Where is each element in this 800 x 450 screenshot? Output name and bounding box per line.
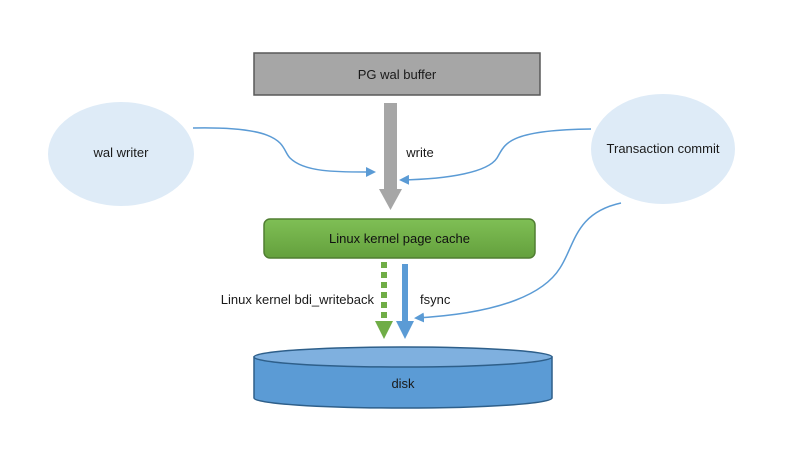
commit-write-curve-arrow — [399, 128, 592, 185]
fsync-arrow — [396, 264, 414, 339]
transaction-commit-label: Transaction commit — [606, 140, 720, 156]
commit-fsync-curve-arrow — [414, 202, 622, 323]
disk-label: disk — [391, 375, 415, 391]
page-cache-label: Linux kernel page cache — [329, 231, 470, 246]
write-label: write — [406, 144, 434, 160]
write-arrow — [379, 103, 402, 210]
wal-buffer-label: PG wal buffer — [357, 66, 437, 82]
transaction-commit-ellipse — [591, 94, 735, 204]
page-cache-box — [263, 218, 536, 259]
wal-writer-ellipse — [48, 102, 194, 206]
bdi-writeback-label: Linux kernel bdi_writeback — [220, 291, 374, 307]
fsync-label: fsync — [420, 291, 451, 307]
wal-buffer-box — [253, 52, 541, 96]
wal-writer-curve-arrow — [192, 127, 376, 178]
bdi-writeback-arrow — [375, 262, 393, 339]
disk-cylinder — [253, 346, 553, 409]
wal-writer-label: wal writer — [93, 144, 149, 160]
